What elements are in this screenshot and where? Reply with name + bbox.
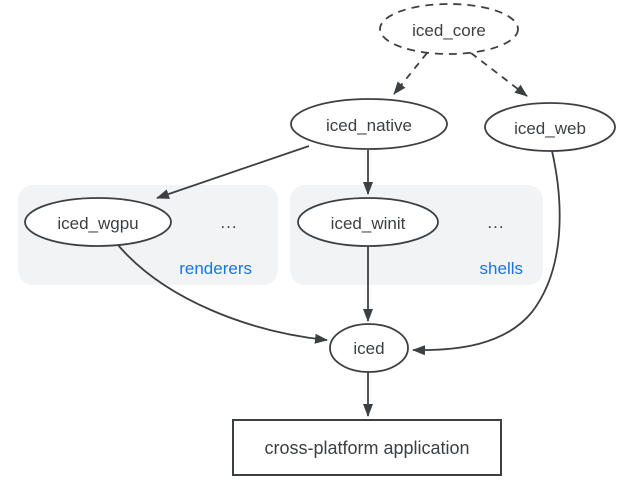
node-label-iced-winit: iced_winit [331,214,406,233]
node-label-iced-wgpu: iced_wgpu [57,214,138,233]
edge-iced-wgpu-to-iced [117,244,328,344]
group-label-shells: shells [480,259,523,278]
node-app: cross-platform application [232,419,502,476]
edge-iced-core-to-iced-native [393,52,428,95]
node-ellipse-iced-winit [297,197,439,247]
ellipsis-shells: ... [487,213,504,232]
node-ellipse-iced-web [484,102,616,152]
node-ellipse-iced [329,323,409,373]
node-ellipse-iced-native [290,98,448,150]
node-label-app: cross-platform application [264,438,469,458]
node-label-iced-web: iced_web [514,119,586,138]
node-rect-app [232,419,502,476]
node-iced-web: iced_web [484,102,616,152]
ellipsis-renderers: ... [220,213,237,232]
node-ellipse-iced-wgpu [24,197,172,247]
node-iced-winit: iced_winit [297,197,439,247]
edge-iced-native-to-iced-wgpu [156,145,310,199]
node-iced: iced [329,323,409,373]
node-iced-core: iced_core [379,3,519,55]
edge-iced-web-to-iced [412,150,561,356]
node-ellipse-iced-core [379,3,519,55]
node-label-iced: iced [353,339,384,358]
node-label-iced-core: iced_core [412,21,486,40]
group-label-renderers: renderers [179,259,252,278]
edge-iced-core-to-iced-web [470,52,528,97]
node-label-iced-native: iced_native [326,116,412,135]
node-iced-wgpu: iced_wgpu [24,197,172,247]
node-iced-native: iced_native [290,98,448,150]
